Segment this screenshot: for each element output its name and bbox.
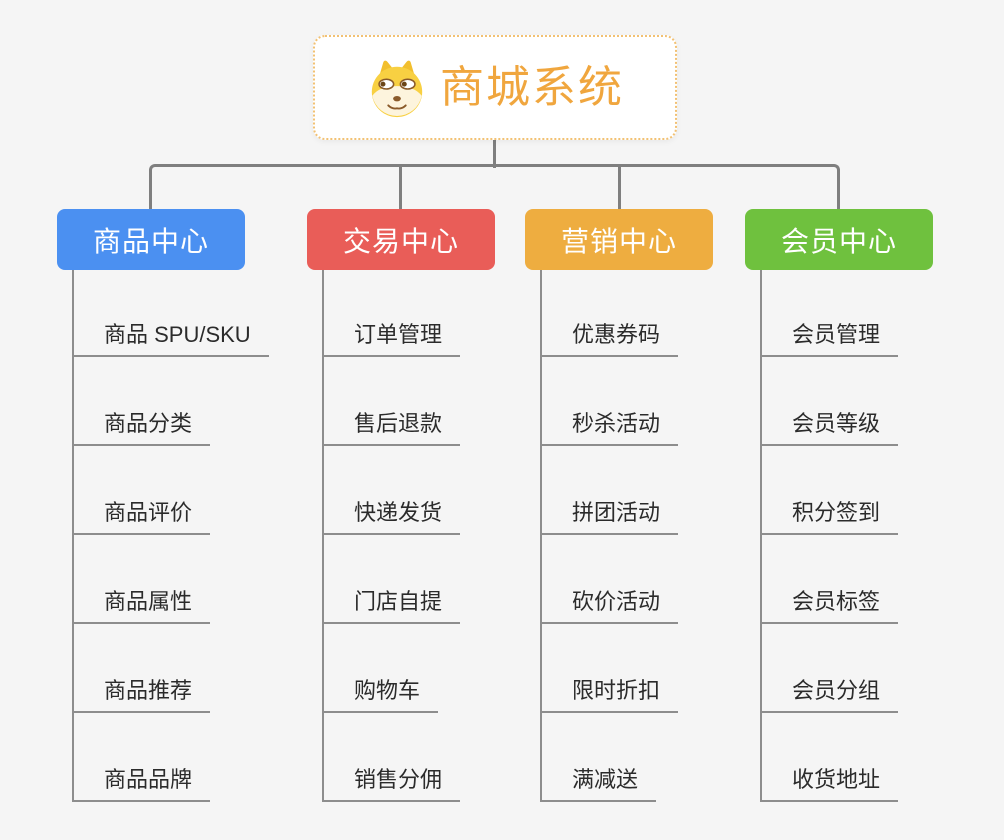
mindmap-node[interactable]: 会员管理: [760, 323, 899, 357]
branch-trade-childline: [322, 270, 324, 802]
branch-connector-frame: [149, 164, 840, 209]
branch-member-center[interactable]: 会员中心: [745, 209, 933, 270]
mindmap-node[interactable]: 商品推荐: [72, 679, 211, 713]
mindmap-node[interactable]: 砍价活动: [540, 590, 679, 624]
connector-drop-trade: [399, 167, 402, 209]
mindmap-node[interactable]: 优惠券码: [540, 323, 679, 357]
mindmap-node[interactable]: 订单管理: [322, 323, 461, 357]
branch-member-childline: [760, 270, 762, 802]
root-connector-line: [493, 140, 496, 168]
mindmap-node[interactable]: 商品评价: [72, 501, 211, 535]
mindmap-node[interactable]: 商品品牌: [72, 768, 211, 802]
branch-marketing-childline: [540, 270, 542, 802]
mindmap-node[interactable]: 积分签到: [760, 501, 899, 535]
root-node[interactable]: 商城系统: [313, 35, 677, 140]
mindmap-node[interactable]: 会员标签: [760, 590, 899, 624]
mindmap-node[interactable]: 购物车: [322, 679, 439, 713]
branch-product-childline: [72, 270, 74, 802]
mindmap-node[interactable]: 门店自提: [322, 590, 461, 624]
mindmap-node[interactable]: 商品 SPU/SKU: [72, 323, 269, 357]
mindmap-node[interactable]: 会员分组: [760, 679, 899, 713]
mindmap-node[interactable]: 售后退款: [322, 412, 461, 446]
branch-trade-center[interactable]: 交易中心: [307, 209, 495, 270]
root-title: 商城系统: [440, 62, 624, 112]
mindmap-node[interactable]: 商品属性: [72, 590, 211, 624]
mindmap-node[interactable]: 快递发货: [322, 501, 461, 535]
mindmap-node[interactable]: 秒杀活动: [540, 412, 679, 446]
mindmap-node[interactable]: 限时折扣: [540, 679, 679, 713]
connector-drop-marketing: [618, 167, 621, 209]
mindmap-node[interactable]: 商品分类: [72, 412, 211, 446]
mindmap-node[interactable]: 销售分佣: [322, 768, 461, 802]
branch-marketing-center[interactable]: 营销中心: [525, 209, 713, 270]
doge-icon: [366, 57, 428, 119]
mindmap-node[interactable]: 会员等级: [760, 412, 899, 446]
mindmap-node[interactable]: 拼团活动: [540, 501, 679, 535]
branch-product-center[interactable]: 商品中心: [57, 209, 245, 270]
mindmap-node[interactable]: 满减送: [540, 768, 657, 802]
mindmap-node[interactable]: 收货地址: [760, 768, 899, 802]
